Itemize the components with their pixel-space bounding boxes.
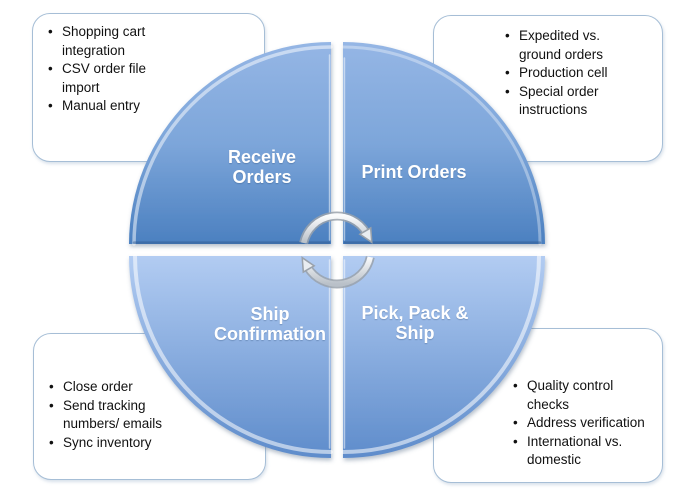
list-item: International vs. domestic [512,433,652,470]
list-item: Production cell [504,64,618,83]
bullet-list: Quality control checks Address verificat… [512,377,652,470]
label-line: Ship [250,304,290,324]
list-item: Shopping cart integration [47,23,161,60]
list-item: Sync inventory [48,434,170,453]
quadrant-label-pick-pack-ship: Pick, Pack & Ship [335,303,495,343]
list-item: Expedited vs. ground orders [504,27,618,64]
quadrant-label-print-orders: Print Orders [334,162,494,182]
list-item: Close order [48,378,170,397]
bullet-list: Shopping cart integration CSV order file… [47,23,161,116]
quadrant-label-ship-confirmation: Ship Confirmation [190,304,350,344]
bullet-list: Close order Send tracking numbers/ email… [48,378,170,452]
list-item: CSV order file import [47,60,161,97]
label-line: Ship [395,323,435,343]
list-item: Quality control checks [512,377,652,414]
label-line: Confirmation [214,324,326,344]
label-line: Orders [232,167,292,187]
quadrant-receive-orders-shape [129,42,331,244]
list-item: Special order instructions [504,83,618,120]
cycle-arrows-icon [299,211,375,289]
label-line: Receive [227,147,297,167]
label-line: Pick, Pack & [361,303,469,323]
quadrant-ship-confirmation-shape [129,256,331,458]
list-item: Manual entry [47,97,161,116]
quadrant-print-orders-shape [343,42,545,244]
list-item: Send tracking numbers/ emails [48,397,170,434]
list-item: Address verification [512,414,652,433]
quadrant-pick-pack-ship-shape [343,256,545,458]
quadrant-label-receive-orders: Receive Orders [182,147,342,187]
label-line: Print Orders [361,162,467,182]
bullet-list: Expedited vs. ground orders Production c… [504,27,618,120]
quadrant-highlights [132,45,542,454]
